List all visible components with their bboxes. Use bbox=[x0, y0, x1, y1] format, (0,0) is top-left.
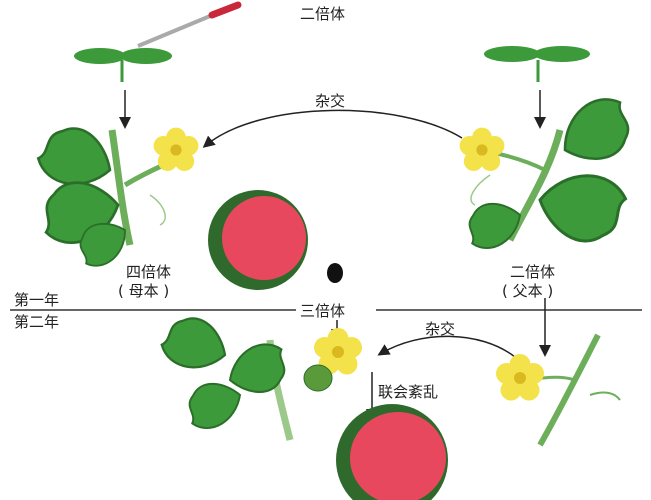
diploid-plant-bottom bbox=[496, 333, 621, 447]
cross-arrow-top bbox=[202, 109, 463, 148]
seedling-right bbox=[484, 46, 590, 82]
cross-bottom-label: 杂交 bbox=[425, 320, 455, 338]
top-diploid-label: 二倍体 bbox=[300, 5, 345, 23]
tetraploid-label: 四倍体 bbox=[126, 263, 171, 281]
triploid-label: 三倍体 bbox=[300, 302, 345, 320]
year-one-label: 第一年 bbox=[14, 291, 59, 309]
seedling-left bbox=[74, 48, 172, 82]
mother-label: ( 母本 ) bbox=[118, 282, 169, 300]
cross-top-label: 杂交 bbox=[315, 92, 345, 110]
synapsis-disorder-label: 联会紊乱 bbox=[378, 383, 438, 401]
cross-arrow-bottom bbox=[377, 335, 516, 358]
watermelon-cut-top bbox=[208, 190, 308, 290]
dropper-icon bbox=[137, 1, 242, 48]
father-label: ( 父本 ) bbox=[502, 282, 553, 300]
triploid-plant bbox=[156, 309, 362, 441]
diploid-plant bbox=[459, 88, 643, 255]
year-two-label: 第二年 bbox=[14, 313, 59, 331]
diploid-right-label: 二倍体 bbox=[510, 263, 555, 281]
seed-icon bbox=[327, 263, 343, 283]
seedless-watermelon bbox=[336, 404, 448, 500]
tetraploid-plant bbox=[32, 117, 199, 274]
